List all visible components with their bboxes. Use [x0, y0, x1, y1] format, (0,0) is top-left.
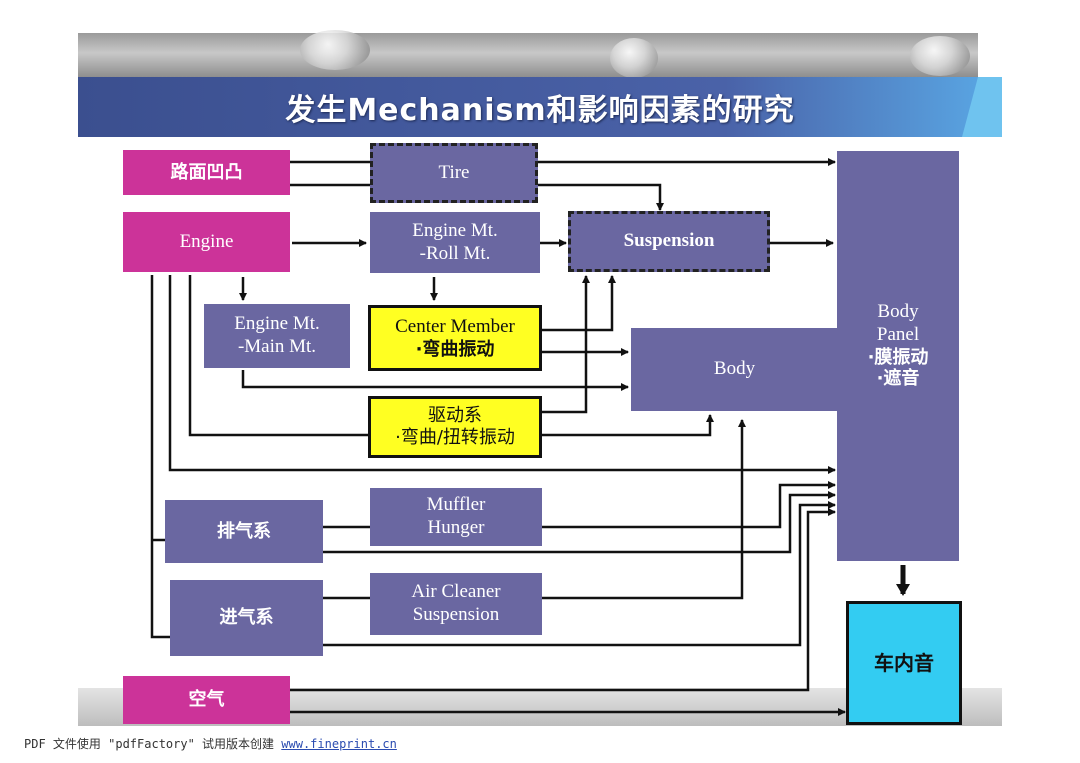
- air-cleaner-line2: Suspension: [412, 604, 500, 625]
- engine-label: Engine: [179, 230, 234, 252]
- title-bar: [78, 77, 1002, 137]
- drivetrain-line2: ·弯曲/扭转振动: [395, 427, 515, 448]
- body-panel-line3: ·膜振动: [867, 346, 929, 368]
- body-panel-line4: ·遮音: [876, 368, 920, 390]
- drivetrain-node: 驱动系 ·弯曲/扭转振动: [368, 396, 542, 458]
- road-surface-label: 路面凹凸: [170, 161, 243, 183]
- body-label: Body: [713, 358, 756, 380]
- footer-link[interactable]: www.fineprint.cn: [281, 737, 397, 751]
- engine-main-line1: Engine Mt.: [234, 313, 320, 335]
- muffler-hanger-node: Muffler Hunger: [370, 488, 542, 546]
- center-member-line2: ·弯曲振动: [415, 338, 495, 360]
- drivetrain-line1: 驱动系: [428, 405, 482, 427]
- interior-noise-label: 车内音: [874, 651, 934, 675]
- banner-bubble: [300, 30, 370, 70]
- road-surface-node: 路面凹凸: [123, 150, 290, 195]
- engine-main-mount-node: Engine Mt. -Main Mt.: [204, 304, 350, 368]
- engine-roll-line2: -Roll Mt.: [419, 242, 491, 264]
- tire-label: Tire: [438, 161, 470, 183]
- air-node: 空气: [123, 676, 290, 724]
- engine-roll-line1: Engine Mt.: [412, 219, 498, 241]
- banner-decoration: [78, 33, 978, 77]
- body-panel-line1: Body: [877, 301, 919, 322]
- muffler-line1: Muffler: [426, 494, 486, 516]
- center-member-node: Center Member ·弯曲振动: [368, 305, 542, 371]
- banner-bubble: [610, 38, 658, 78]
- exhaust-label: 排气系: [217, 520, 271, 542]
- exhaust-system-node: 排气系: [165, 500, 323, 563]
- body-panel-line2: Panel: [876, 323, 920, 345]
- suspension-node: Suspension: [568, 211, 770, 272]
- engine-main-line2: -Main Mt.: [237, 336, 317, 357]
- tire-node: Tire: [370, 143, 538, 203]
- footer-text: PDF 文件使用 "pdfFactory" 试用版本创建: [24, 737, 282, 751]
- air-cleaner-line1: Air Cleaner: [411, 581, 501, 603]
- muffler-line2: Hunger: [427, 517, 485, 538]
- air-cleaner-node: Air Cleaner Suspension: [370, 573, 542, 635]
- body-panel-node: Body Panel ·膜振动 ·遮音: [837, 151, 959, 561]
- body-node: Body: [631, 328, 838, 411]
- intake-system-node: 进气系: [170, 580, 323, 656]
- footer-watermark: PDF 文件使用 "pdfFactory" 试用版本创建 www.finepri…: [24, 735, 397, 752]
- banner-bubble: [910, 36, 970, 76]
- interior-noise-node: 车内音: [846, 601, 962, 725]
- intake-label: 进气系: [219, 607, 274, 629]
- air-label: 空气: [188, 689, 225, 711]
- suspension-label: Suspension: [623, 230, 715, 252]
- engine-node: Engine: [123, 212, 290, 272]
- page-title: 发生Mechanism和影响因素的研究: [285, 93, 795, 128]
- engine-roll-mount-node: Engine Mt. -Roll Mt.: [370, 212, 540, 273]
- center-member-line1: Center Member: [395, 315, 515, 337]
